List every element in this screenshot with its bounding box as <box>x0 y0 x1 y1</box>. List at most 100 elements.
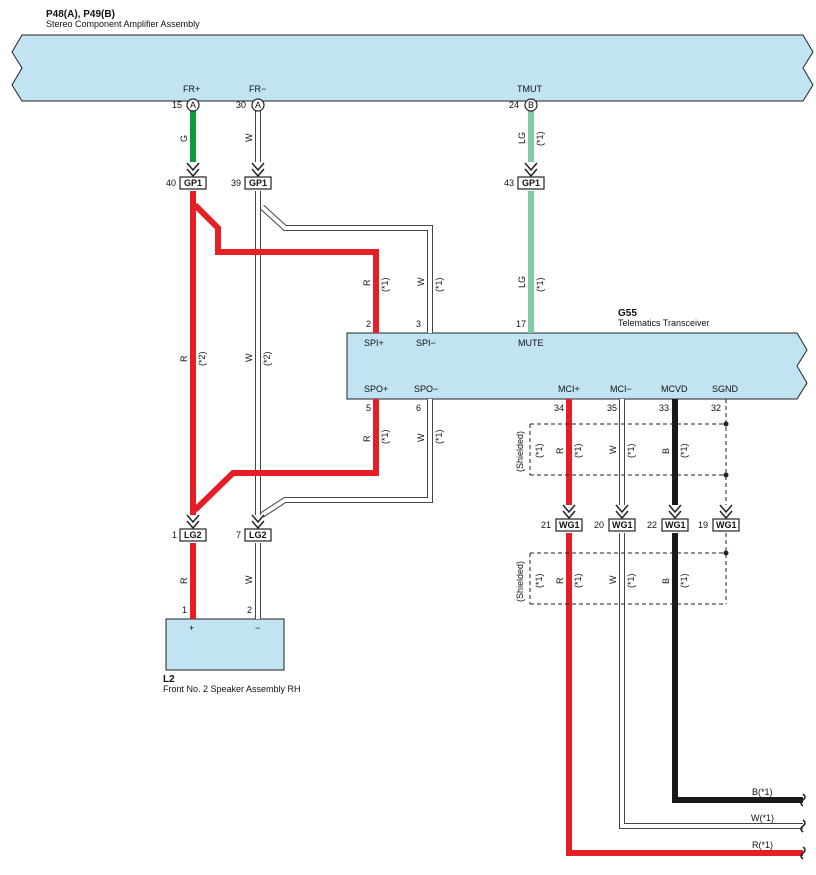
svg-text:(*1): (*1) <box>679 443 689 458</box>
chevron-down-icon <box>562 504 576 520</box>
svg-text:(*1): (*1) <box>534 443 544 458</box>
amplifier-code: P48(A), P49(B) <box>46 9 115 20</box>
chevron-down-icon <box>251 162 265 178</box>
amplifier-assembly: P48(A), P49(B) Stereo Component Amplifie… <box>11 9 814 102</box>
chevron-down-icon <box>615 504 629 520</box>
svg-text:A: A <box>190 100 196 110</box>
svg-text:35: 35 <box>607 403 617 413</box>
amp-connector-a-icon <box>251 98 265 112</box>
svg-text:B: B <box>661 578 671 584</box>
svg-text:WG1: WG1 <box>612 520 633 530</box>
svg-text:15: 15 <box>172 100 182 110</box>
svg-text:21: 21 <box>541 520 551 530</box>
wire-color-labels: G W LG (*1) R (*1) W (*1) LG (*1) R (*2)… <box>179 131 689 602</box>
svg-text:MUTE: MUTE <box>518 338 544 348</box>
svg-text:(*1): (*1) <box>534 573 544 588</box>
svg-text:FR−: FR− <box>249 84 266 94</box>
svg-text:24: 24 <box>509 100 519 110</box>
svg-text:34: 34 <box>554 403 564 413</box>
svg-text:(*2): (*2) <box>197 351 207 366</box>
svg-text:SPO−: SPO− <box>414 384 438 394</box>
speaker-name: Front No. 2 Speaker Assembly RH <box>163 684 301 694</box>
svg-text:A: A <box>255 100 261 110</box>
wire-spo-plus-red <box>192 399 379 513</box>
shield-junction-2 <box>723 472 729 478</box>
lg2-pin-1: LG2 1 <box>172 514 207 542</box>
amplifier-name: Stereo Component Amplifier Assembly <box>46 19 200 29</box>
svg-text:R: R <box>362 435 372 442</box>
chevron-down-icon <box>186 514 200 530</box>
svg-text:W: W <box>244 575 254 584</box>
svg-text:(*1): (*1) <box>535 131 545 146</box>
svg-text:R: R <box>555 447 565 454</box>
svg-text:SPI−: SPI− <box>416 338 436 348</box>
svg-text:WG1: WG1 <box>665 520 686 530</box>
svg-text:43: 43 <box>504 178 514 188</box>
output-label-w: W(*1) <box>751 813 774 823</box>
svg-text:(*2): (*2) <box>262 351 272 366</box>
svg-text:W: W <box>244 133 254 142</box>
svg-text:FR+: FR+ <box>183 84 200 94</box>
svg-text:2: 2 <box>366 319 371 329</box>
transceiver-name: Telematics Transceiver <box>618 318 710 328</box>
svg-text:(*1): (*1) <box>380 429 390 444</box>
svg-text:SPI+: SPI+ <box>364 338 384 348</box>
svg-text:GP1: GP1 <box>184 178 202 188</box>
output-label-b: B(*1) <box>752 787 773 797</box>
svg-text:R: R <box>179 355 189 362</box>
wire-out-red <box>566 533 803 856</box>
svg-text:(*1): (*1) <box>573 443 583 458</box>
transceiver-box <box>346 332 808 400</box>
wire-out-black <box>672 533 803 803</box>
wire-out-white <box>619 533 803 829</box>
svg-text:3: 3 <box>416 319 421 329</box>
svg-text:(*1): (*1) <box>573 573 583 588</box>
svg-text:(*1): (*1) <box>626 573 636 588</box>
speaker-pin-2: 2 <box>247 605 252 615</box>
wires <box>190 111 803 856</box>
svg-text:(*1): (*1) <box>679 573 689 588</box>
amp-connector-a-icon <box>186 98 200 112</box>
svg-text:17: 17 <box>516 319 526 329</box>
amp-pin-30: A 30 FR− <box>236 84 266 112</box>
wire-spo-minus-white <box>260 399 433 518</box>
speaker-terminal-plus: + <box>189 623 194 633</box>
svg-text:30: 30 <box>236 100 246 110</box>
svg-text:19: 19 <box>698 520 708 530</box>
svg-text:WG1: WG1 <box>559 520 580 530</box>
output-ends <box>800 793 806 860</box>
svg-text:SGND: SGND <box>712 384 739 394</box>
wire-spi-plus-red <box>192 202 379 333</box>
svg-text:W: W <box>416 277 426 286</box>
shield-junction-3 <box>723 550 729 556</box>
svg-text:GP1: GP1 <box>249 178 267 188</box>
svg-text:R: R <box>179 577 189 584</box>
transceiver-bottom-pins: SPO+ 5 SPO− 6 MCI+ 34 MCI− 35 MCVD 33 SG… <box>364 384 739 413</box>
wg1-pin-19: WG1 19 <box>698 504 740 532</box>
svg-text:LG2: LG2 <box>184 530 202 540</box>
svg-text:39: 39 <box>231 178 241 188</box>
lg2-pin-7: LG2 7 <box>236 514 272 542</box>
svg-text:W: W <box>608 445 618 454</box>
svg-text:W: W <box>244 353 254 362</box>
telematics-transceiver: G55 Telematics Transceiver <box>346 308 808 400</box>
svg-text:(*1): (*1) <box>380 277 390 292</box>
transceiver-code: G55 <box>618 308 637 319</box>
svg-text:MCVD: MCVD <box>661 384 688 394</box>
shield-upper <box>529 399 727 505</box>
wg1-pin-20: WG1 20 <box>594 504 636 532</box>
chevron-down-icon <box>186 162 200 178</box>
svg-text:(*1): (*1) <box>434 277 444 292</box>
svg-text:32: 32 <box>711 403 721 413</box>
svg-text:(*1): (*1) <box>535 277 545 292</box>
svg-text:40: 40 <box>166 178 176 188</box>
svg-text:22: 22 <box>647 520 657 530</box>
chevron-down-icon <box>719 504 733 520</box>
svg-text:(*1): (*1) <box>434 429 444 444</box>
svg-text:LG: LG <box>517 276 527 288</box>
gp1-pin-40: GP1 40 <box>166 162 207 190</box>
chevron-down-icon <box>668 504 682 520</box>
amp-pin-15: A 15 FR+ <box>172 84 200 112</box>
speaker-terminal-minus: − <box>255 623 260 633</box>
svg-text:GP1: GP1 <box>522 178 540 188</box>
